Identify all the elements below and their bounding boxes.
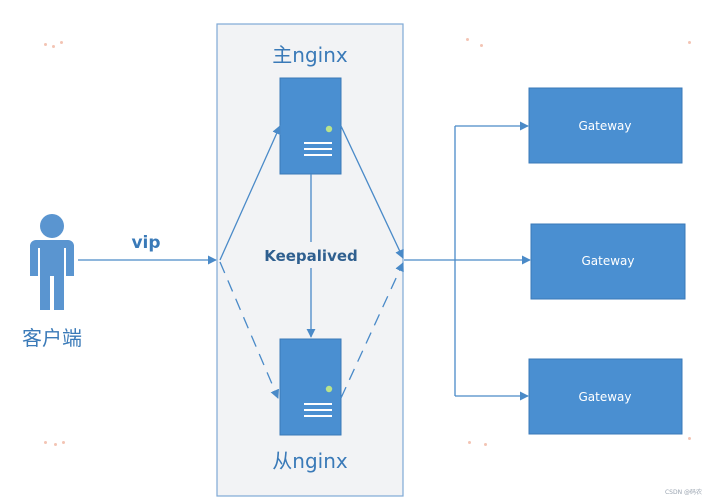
gateway-box-1 [528, 87, 683, 164]
vip-label: vip [131, 233, 160, 253]
client-to-backup-dashed-arrow [219, 261, 279, 399]
decor-dot [44, 441, 47, 444]
decor-dot [52, 45, 55, 48]
decor-dot [484, 443, 487, 446]
decor-dot [54, 443, 57, 446]
decor-dot [688, 41, 691, 44]
gateway-label-1: Gateway [578, 119, 631, 133]
decor-dot [60, 41, 63, 44]
client-to-master-arrow [219, 125, 281, 261]
decor-dot [44, 43, 47, 46]
backup-server-icon [279, 338, 342, 436]
client-label: 客户端 [22, 326, 82, 350]
decor-dot [466, 38, 469, 41]
keepalived-label-bg [262, 242, 358, 268]
keepalived-label: Keepalived [264, 247, 358, 265]
gateway-label-2: Gateway [581, 254, 634, 268]
decor-dot [468, 441, 471, 444]
gateway-box-2 [530, 223, 686, 300]
master-nginx-label: 主nginx [272, 43, 348, 67]
master-server-icon [279, 77, 342, 175]
watermark-text: CSDN @码农 [665, 488, 702, 496]
decor-dot [688, 437, 691, 440]
decor-dot [480, 44, 483, 47]
backup-to-gateway-dashed-arrow [340, 262, 404, 399]
decor-dot [62, 441, 65, 444]
gateway-label-3: Gateway [578, 390, 631, 404]
master-to-gateway-arrow [340, 125, 404, 259]
backup-nginx-label: 从nginx [272, 449, 348, 473]
client-person-icon [30, 214, 74, 310]
gateway-box-3 [528, 358, 683, 435]
